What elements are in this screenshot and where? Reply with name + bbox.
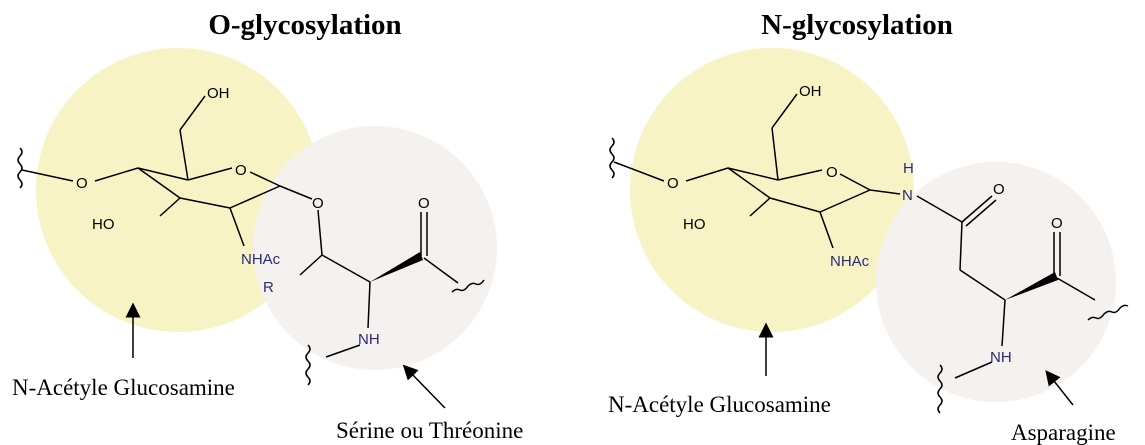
arrow-amino-acid [1045, 370, 1074, 406]
oh-label: OH [799, 83, 822, 100]
sugar-ring-structure [609, 93, 901, 249]
carbonyl-oxygen-label: O [418, 195, 430, 212]
nh-label: NH [358, 331, 380, 348]
panel-title: N-glycosylation [761, 9, 953, 41]
caption-sugar: N-Acétyle Glucosamine [12, 375, 235, 400]
r-group-label: R [263, 279, 274, 296]
amino-acid-highlight-circle [876, 162, 1116, 402]
oxygen-label: O [667, 175, 679, 192]
sugar-ring-structure [17, 95, 313, 247]
serine-threonine-structure [299, 209, 485, 386]
oxygen-label: O [76, 175, 88, 192]
ring-oxygen-label: O [826, 164, 838, 181]
wavy-bond-bottom [937, 364, 943, 414]
ring-oxygen-label: O [235, 162, 247, 179]
wavy-bond-left [17, 147, 23, 189]
amino-acid-highlight-circle [253, 126, 497, 370]
ho-label: HO [683, 216, 706, 233]
panel-title: O-glycosylation [208, 9, 401, 41]
nhac-label: NHAc [241, 251, 281, 268]
caption-amino-acid: Sérine ou Thréonine [336, 418, 523, 443]
atom-labels: OH O O HO NHAc O O R NH [76, 85, 430, 348]
panel-o-glycosylation: O-glycosylation [12, 9, 523, 443]
sugar-highlight-circle [36, 48, 320, 332]
carbonyl-oxygen-label: O [1051, 215, 1063, 232]
amide-oxygen-label: O [993, 181, 1005, 198]
panel-n-glycosylation: N-glycosylation [608, 9, 1129, 445]
wavy-bond-right [451, 279, 485, 293]
nhac-label: NHAc [830, 253, 870, 270]
linking-h-label: H [903, 160, 914, 177]
linking-oxygen-label: O [312, 195, 324, 212]
linking-nitrogen-label: N [902, 187, 913, 204]
wavy-bond-left [609, 137, 615, 179]
nh-label: NH [990, 349, 1012, 366]
oh-label: OH [207, 85, 230, 102]
caption-amino-acid: Asparagine [1011, 420, 1116, 445]
wavy-bond-right [1087, 304, 1129, 321]
ho-label: HO [92, 216, 115, 233]
asparagine-structure [916, 195, 1129, 414]
caption-sugar: N-Acétyle Glucosamine [608, 392, 831, 417]
wavy-bond-bottom [305, 344, 311, 386]
arrow-amino-acid [402, 364, 446, 409]
sugar-highlight-circle [630, 48, 914, 332]
wedge-bond [370, 252, 423, 282]
atom-labels: OH O O HO NHAc H N O O NH [667, 83, 1063, 366]
wedge-bond [1005, 272, 1058, 300]
